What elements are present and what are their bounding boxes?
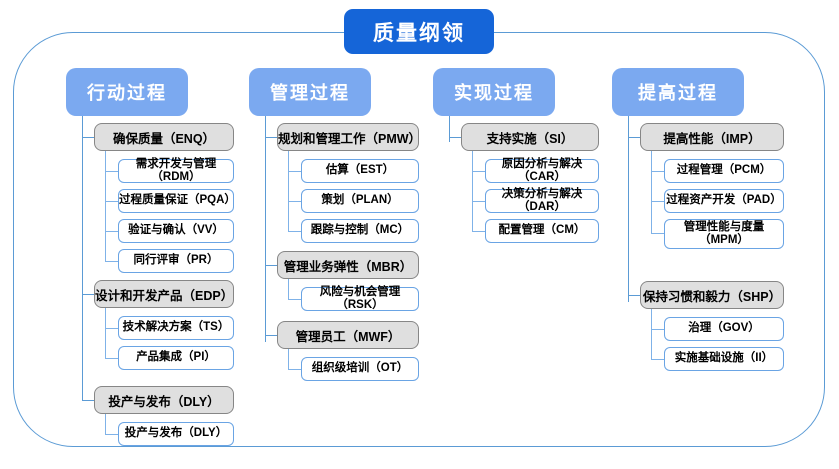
connector [288, 369, 301, 371]
connector [628, 295, 640, 297]
connector [265, 137, 277, 139]
group-box-3-0[interactable]: 提高性能（IMP） [640, 123, 784, 151]
connector [105, 328, 118, 330]
group-spine [105, 308, 107, 358]
group-spine [472, 151, 474, 231]
column-trunk-0 [82, 116, 84, 401]
connector [651, 233, 664, 235]
leaf-box-3-0-1[interactable]: 过程资产开发（PAD） [664, 189, 784, 213]
connector [472, 171, 485, 173]
connector [82, 400, 94, 402]
column-header-1[interactable]: 管理过程 [249, 68, 371, 116]
connector [105, 171, 118, 173]
leaf-box-1-1-0[interactable]: 风险与机会管理（RSK） [301, 286, 419, 311]
connector [105, 261, 118, 263]
group-spine [288, 279, 290, 299]
connector [651, 329, 664, 331]
connector [105, 358, 118, 360]
leaf-box-0-0-2[interactable]: 验证与确认（VV） [118, 219, 234, 243]
leaf-box-2-0-1[interactable]: 决策分析与解决（DAR） [485, 188, 599, 213]
group-box-1-1[interactable]: 管理业务弹性（MBR） [277, 251, 419, 279]
column-trunk-1 [265, 116, 267, 342]
connector [105, 201, 118, 203]
connector [105, 231, 118, 233]
group-box-0-0[interactable]: 确保质量（ENQ） [94, 123, 234, 151]
leaf-box-1-0-2[interactable]: 跟踪与控制（MC） [301, 219, 419, 243]
leaf-box-0-0-1[interactable]: 过程质量保证（PQA） [118, 189, 236, 213]
diagram-title: 质量纲领 [344, 9, 494, 54]
group-box-1-0[interactable]: 规划和管理工作（PMW） [277, 123, 421, 151]
leaf-box-0-0-0[interactable]: 需求开发与管理（RDM） [118, 158, 234, 183]
leaf-box-1-0-1[interactable]: 策划（PLAN） [301, 189, 419, 213]
connector [449, 137, 461, 139]
leaf-box-1-2-0[interactable]: 组织级培训（OT） [301, 357, 419, 381]
group-box-1-2[interactable]: 管理员工（MWF） [277, 321, 419, 349]
group-spine [288, 349, 290, 369]
group-spine [105, 414, 107, 434]
connector [651, 171, 664, 173]
leaf-box-3-1-0[interactable]: 治理（GOV） [664, 317, 784, 341]
group-box-3-1[interactable]: 保持习惯和毅力（SHP） [640, 281, 784, 309]
leaf-box-2-0-0[interactable]: 原因分析与解决（CAR） [485, 158, 599, 183]
leaf-box-0-0-3[interactable]: 同行评审（PR） [118, 249, 234, 273]
connector [288, 299, 301, 301]
connector [472, 201, 485, 203]
leaf-box-0-2-0[interactable]: 投产与发布（DLY） [118, 422, 234, 446]
leaf-box-3-0-0[interactable]: 过程管理（PCM） [664, 159, 784, 183]
leaf-box-3-1-1[interactable]: 实施基础设施（II） [664, 347, 784, 371]
column-header-0[interactable]: 行动过程 [66, 68, 188, 116]
connector [651, 201, 664, 203]
leaf-box-0-1-1[interactable]: 产品集成（PI） [118, 346, 234, 370]
column-trunk-3 [628, 116, 630, 302]
connector [288, 201, 301, 203]
connector [82, 137, 94, 139]
connector [472, 231, 485, 233]
group-spine [105, 151, 107, 261]
group-spine [651, 309, 653, 359]
connector [651, 359, 664, 361]
group-box-2-0[interactable]: 支持实施（SI） [461, 123, 599, 151]
column-header-2[interactable]: 实现过程 [433, 68, 555, 116]
connector [82, 294, 94, 296]
group-box-0-1[interactable]: 设计和开发产品（EDP） [94, 280, 234, 308]
leaf-box-3-0-2[interactable]: 管理性能与度量 （MPM） [664, 219, 784, 249]
column-header-3[interactable]: 提高过程 [612, 68, 744, 116]
connector [288, 231, 301, 233]
connector [265, 265, 277, 267]
leaf-box-2-0-2[interactable]: 配置管理（CM） [485, 219, 599, 243]
leaf-box-1-0-0[interactable]: 估算（EST） [301, 159, 419, 183]
connector [628, 137, 640, 139]
leaf-box-0-1-0[interactable]: 技术解决方案（TS） [118, 316, 234, 340]
group-spine [288, 151, 290, 231]
connector [105, 434, 118, 436]
column-trunk-2 [449, 116, 451, 142]
group-spine [651, 151, 653, 233]
connector [265, 335, 277, 337]
connector [288, 171, 301, 173]
group-box-0-2[interactable]: 投产与发布（DLY） [94, 386, 234, 414]
